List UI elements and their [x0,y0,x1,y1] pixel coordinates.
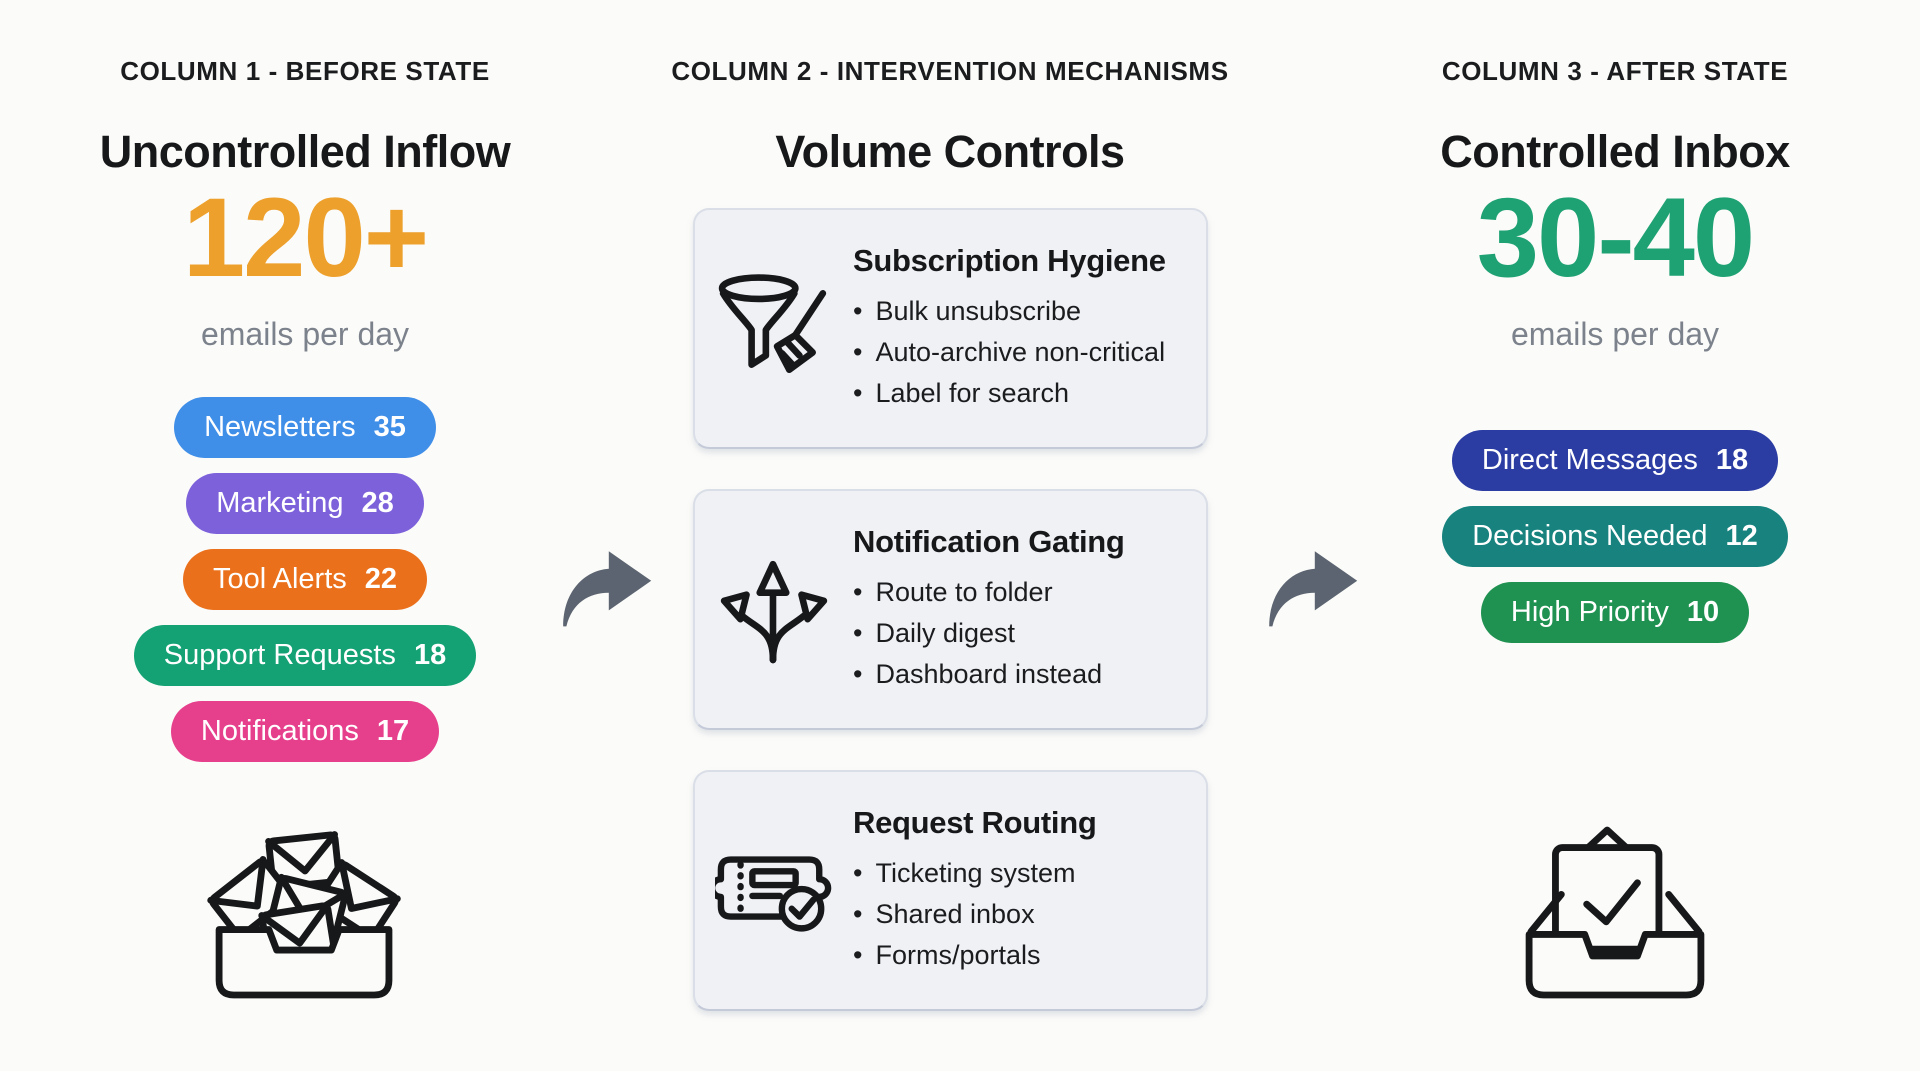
card-subscription-hygiene: Subscription Hygiene Bulk unsubscribe Au… [693,208,1208,449]
card-bullet: Ticketing system [853,853,1196,894]
card-bullet: Forms/portals [853,935,1196,976]
card-bullet: Auto-archive non-critical [853,332,1196,373]
pill-label: Decisions Needed [1472,520,1708,552]
pill-count: 35 [373,411,406,443]
card-bullet: Dashboard instead [853,654,1196,695]
pill-label: Notifications [200,715,359,747]
column-before-kicker: COLUMN 1 - BEFORE STATE [120,56,490,86]
column-before-title: Uncontrolled Inflow [99,126,511,178]
pill-count: 18 [413,639,447,671]
before-metric-value: 120+ [182,175,429,300]
pill-newsletters: Newsletters 35 [174,397,436,458]
overflowing-inbox-icon [203,818,408,1013]
pill-tool-alerts: Tool Alerts 22 [182,549,428,610]
before-metric-caption: emails per day [200,316,410,352]
pill-marketing: Marketing 28 [186,473,424,534]
card-bullet: Daily digest [853,613,1196,654]
pill-count: 12 [1725,520,1758,552]
card-notification-gating: Notification Gating Route to folder Dail… [693,489,1208,730]
pill-decisions-needed: Decisions Needed 12 [1442,506,1788,567]
column-after-state: COLUMN 3 - AFTER STATE Controlled Inbox … [1350,0,1880,1071]
pill-count: 28 [361,487,394,519]
card-bullet-list: Bulk unsubscribe Auto-archive non-critic… [853,291,1196,414]
funnel-broom-icon [695,273,853,385]
column-after-kicker: COLUMN 3 - AFTER STATE [1441,56,1789,86]
card-bullet-list: Route to folder Daily digest Dashboard i… [853,572,1196,695]
pill-count: 17 [376,715,410,747]
flow-arrow-icon [556,544,660,632]
pill-support-requests: Support Requests 18 [133,625,477,686]
pill-notifications: Notifications 17 [170,701,440,762]
flow-arrow-icon [1262,544,1366,632]
pill-direct-messages: Direct Messages 18 [1451,430,1779,491]
card-bullet: Route to folder [853,572,1196,613]
ticket-check-icon [695,841,853,941]
card-title: Request Routing [853,805,1097,840]
card-request-routing: Request Routing Ticketing system Shared … [693,770,1208,1011]
pill-label: Support Requests [163,639,396,671]
inbox-check-icon [1513,818,1718,1013]
pill-label: Tool Alerts [212,563,347,595]
card-bullet: Label for search [853,373,1196,414]
pill-label: Marketing [216,487,344,519]
branching-arrows-icon [695,554,853,666]
pill-count: 22 [364,563,398,595]
after-metric-caption: emails per day [1510,316,1720,352]
pill-high-priority: High Priority 10 [1480,582,1750,643]
card-body: Request Routing Ticketing system Shared … [853,805,1206,976]
card-bullet: Bulk unsubscribe [853,291,1196,332]
pill-label: High Priority [1510,596,1669,628]
intervention-card-list: Subscription Hygiene Bulk unsubscribe Au… [693,208,1208,1011]
card-body: Subscription Hygiene Bulk unsubscribe Au… [853,243,1206,414]
pill-label: Newsletters [204,411,356,443]
card-body: Notification Gating Route to folder Dail… [853,524,1206,695]
after-metric-value: 30-40 [1476,175,1755,300]
card-bullet-list: Ticketing system Shared inbox Forms/port… [853,853,1196,976]
pill-count: 10 [1686,596,1720,628]
card-title: Subscription Hygiene [853,243,1166,278]
pill-label: Direct Messages [1481,444,1698,476]
column-after-title: Controlled Inbox [1440,126,1790,178]
column-interventions-kicker: COLUMN 2 - INTERVENTION MECHANISMS [671,56,1229,86]
after-pill-list: Direct Messages 18 Decisions Needed 12 H… [1350,430,1880,643]
column-intervention-mechanisms: COLUMN 2 - INTERVENTION MECHANISMS Volum… [640,0,1260,1071]
column-interventions-title: Volume Controls [775,126,1125,178]
pill-count: 18 [1715,444,1749,476]
before-pill-list: Newsletters 35 Marketing 28 Tool Alerts … [40,397,570,762]
card-title: Notification Gating [853,524,1125,559]
card-bullet: Shared inbox [853,894,1196,935]
column-before-state: COLUMN 1 - BEFORE STATE Uncontrolled Inf… [40,0,570,1071]
